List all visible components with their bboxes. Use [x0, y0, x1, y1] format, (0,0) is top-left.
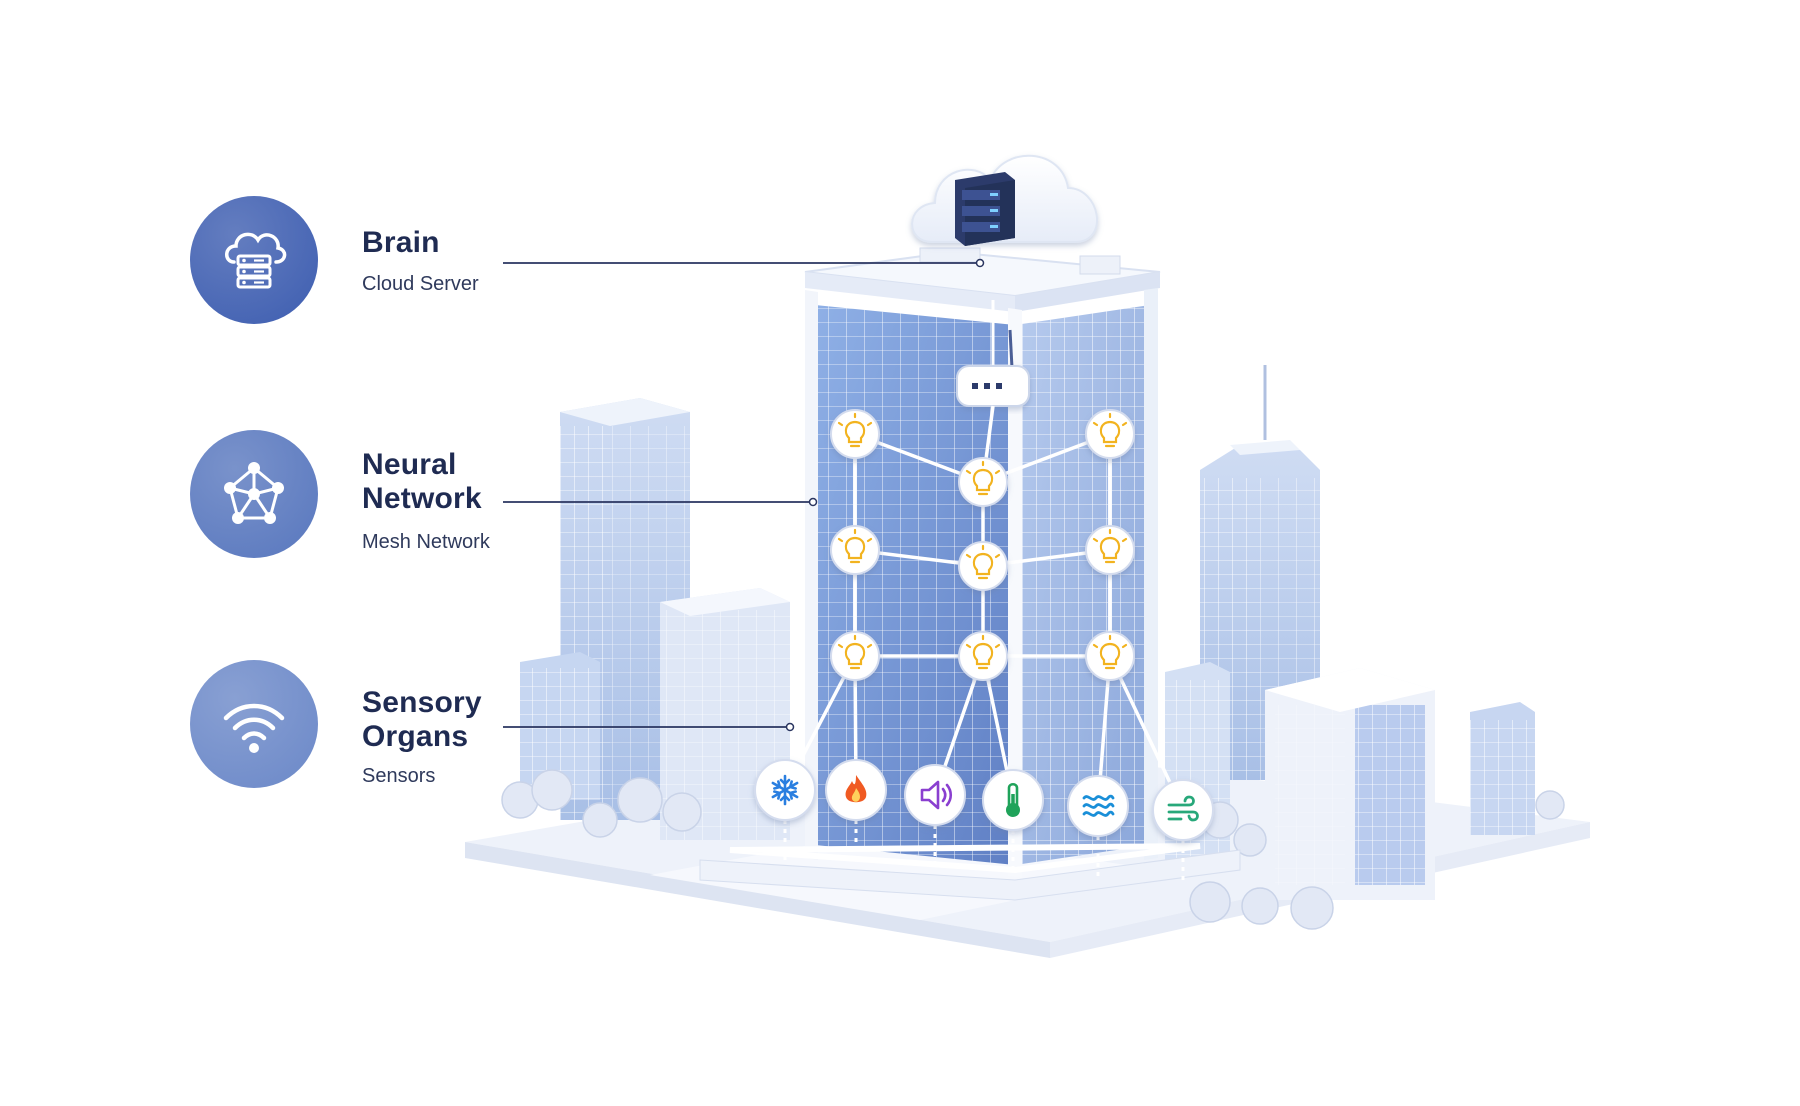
- sensor-dotted-connectors: [783, 820, 1185, 880]
- mesh-node: [830, 409, 880, 459]
- lightbulb-icon: [1092, 412, 1128, 448]
- cloud-server-icon: [225, 232, 287, 289]
- mesh-network-icon: [224, 462, 284, 524]
- lightbulb-icon: [965, 544, 1001, 580]
- trees: [501, 769, 1565, 930]
- legend-sensory-organs: Sensory Organs Sensors: [190, 660, 530, 800]
- leader-endpoints: [785, 258, 985, 732]
- lightbulb-icon: [837, 412, 873, 448]
- water-waves-icon: [1082, 794, 1115, 817]
- legend-sensory-organs-subtitle: Sensors: [362, 765, 436, 787]
- sensor-node: [1152, 779, 1214, 841]
- background-buildings: [520, 365, 1535, 900]
- legend-brain: Brain Cloud Server: [190, 196, 530, 336]
- flame-icon: [845, 775, 867, 803]
- mesh-node: [958, 457, 1008, 507]
- sensor-node: [904, 764, 966, 826]
- leader-lines: [503, 262, 980, 728]
- sensor-node: [754, 759, 816, 821]
- lightbulb-icon: [837, 528, 873, 564]
- legend-neural-network: Neural Network Mesh Network: [190, 430, 530, 570]
- mesh-node: [958, 541, 1008, 591]
- lightbulb-icon: [837, 634, 873, 670]
- mesh-nodes: [830, 409, 1135, 681]
- legend-brain-title: Brain: [362, 226, 440, 259]
- mesh-node: [1085, 409, 1135, 459]
- lightbulb-icon: [1092, 634, 1128, 670]
- lightbulb-icon: [965, 634, 1001, 670]
- legend-neural-network-subtitle: Mesh Network: [362, 531, 490, 553]
- sensor-node: [1067, 775, 1129, 837]
- mesh-node: [1085, 631, 1135, 681]
- thermometer-icon: [1006, 782, 1020, 817]
- legend-sensory-organs-title: Sensory Organs: [362, 686, 482, 753]
- sensor-node: [825, 759, 887, 821]
- legend-brain-subtitle: Cloud Server: [362, 273, 479, 295]
- mesh-node: [830, 631, 880, 681]
- mesh-node: [830, 525, 880, 575]
- sensor-nodes: [754, 759, 1214, 841]
- sensor-node: [982, 769, 1044, 831]
- snowflake-icon: [771, 774, 799, 806]
- legend-sensory-organs-circle: [190, 660, 318, 788]
- legend-neural-network-title: Neural Network: [362, 448, 482, 515]
- mesh-node: [1085, 525, 1135, 575]
- wind-icon: [1167, 795, 1199, 822]
- speaker-icon: [920, 780, 953, 810]
- wifi-signal-icon: [223, 703, 285, 753]
- lightbulb-icon: [1092, 528, 1128, 564]
- router: [956, 300, 1030, 407]
- legend-brain-circle: [190, 196, 318, 324]
- mesh-node: [958, 631, 1008, 681]
- legend-neural-network-circle: [190, 430, 318, 558]
- server-rack: [955, 172, 1015, 246]
- lightbulb-icon: [965, 460, 1001, 496]
